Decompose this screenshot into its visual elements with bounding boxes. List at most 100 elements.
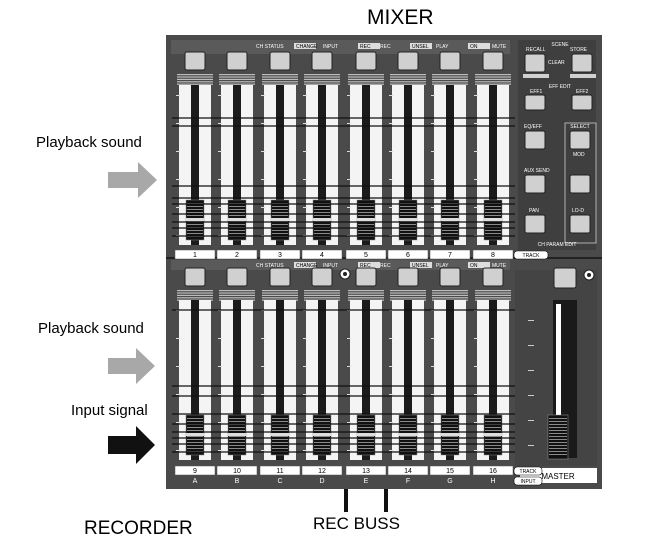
bottom-channel-number-7: 15 [446, 468, 454, 475]
status-mode-5: UNSEL [412, 263, 429, 269]
top-track-tag: TRACK [523, 253, 541, 259]
top-channel-number-3: 3 [278, 252, 282, 259]
input-signal-label: Input signal [71, 402, 148, 419]
side-aux-label: AUX SEND [524, 168, 550, 174]
lo-hi-button[interactable] [569, 214, 591, 234]
select-button-2[interactable] [569, 174, 591, 194]
master-label: MASTER [541, 472, 575, 481]
playback-sound-label-bottom: Playback sound [38, 320, 144, 337]
bottom-channel-number-1: 9 [193, 468, 197, 475]
bottom-input-letter-1: A [193, 478, 198, 485]
top-strip-5: 5 [345, 51, 387, 260]
side-recall-label: RECALL [526, 47, 546, 53]
bottom-strip-3: 11C [259, 267, 301, 485]
status-mode-8: MUTE [492, 44, 507, 50]
buss-lines [172, 117, 515, 453]
side-store-label: STORE [570, 47, 588, 53]
input-arrow-icon [108, 426, 155, 464]
aux-send-button[interactable] [524, 174, 546, 194]
bottom-strip-4: 12D [301, 267, 343, 485]
side-group-eff: EFF EDIT [549, 84, 571, 90]
recall-button[interactable] [524, 53, 546, 73]
status-mode-7: ON [470, 263, 478, 269]
bottom-input-letter-5: E [364, 478, 369, 485]
bottom-select-button-7[interactable] [439, 267, 461, 287]
bottom-channel-number-4: 12 [318, 468, 326, 475]
eff2-button[interactable] [571, 94, 593, 111]
top-select-button-2[interactable] [226, 51, 248, 71]
pan-button[interactable] [524, 214, 546, 234]
eq-eff-button[interactable] [524, 130, 546, 150]
rec-buss-line-right [384, 489, 388, 512]
bottom-input-letter-3: C [277, 478, 282, 485]
top-channel-number-7: 7 [448, 252, 452, 259]
bottom-select-button-5[interactable] [355, 267, 377, 287]
bottom-channel-number-3: 11 [276, 468, 283, 475]
bottom-select-button-8[interactable] [482, 267, 504, 287]
bottom-channel-number-8: 16 [489, 468, 497, 475]
top-strip-1: 1 [174, 51, 216, 260]
bottom-channel-number-5: 13 [362, 468, 370, 475]
status-mode-2: INPUT [323, 263, 338, 269]
top-select-button-5[interactable] [355, 51, 377, 71]
bottom-track-tag: TRACK [520, 469, 538, 475]
recorder-label: RECORDER [84, 518, 193, 539]
top-select-button-1[interactable] [184, 51, 206, 71]
top-strip-3: 3 [259, 51, 301, 260]
bottom-input-letter-2: B [235, 478, 240, 485]
side-group-scene: SCENE [551, 42, 569, 48]
bottom-input-letter-4: D [319, 478, 324, 485]
playback-arrow-top-icon [108, 162, 157, 198]
bottom-strip-8: 16H [472, 267, 514, 485]
bottom-status-modes: CHANGE INPUT REC REC UNSEL PLAY ON MUTE [294, 262, 507, 269]
side-group-select: SELECT [570, 124, 589, 130]
status-mode-1: CHANGE [296, 263, 318, 269]
mod-button[interactable] [569, 130, 591, 150]
side-clear-label: CLEAR [548, 60, 565, 66]
bottom-select-button-6[interactable] [397, 267, 419, 287]
store-button[interactable] [571, 53, 593, 73]
side-pan-label: PAN [529, 208, 539, 214]
bottom-strip-2: 10B [216, 267, 258, 485]
top-channel-number-8: 8 [491, 252, 495, 259]
top-select-button-6[interactable] [397, 51, 419, 71]
side-eff1-label: EFF1 [530, 89, 542, 95]
bottom-select-button-3[interactable] [269, 267, 291, 287]
status-mode-5: UNSEL [412, 44, 429, 50]
bottom-channel-number-6: 14 [404, 468, 412, 475]
side-footer-label: CH PARAM EDIT [538, 242, 577, 248]
top-select-button-4[interactable] [311, 51, 333, 71]
status-mode-4: REC [380, 263, 391, 269]
top-select-button-3[interactable] [269, 51, 291, 71]
top-select-button-7[interactable] [439, 51, 461, 71]
bottom-select-button-2[interactable] [226, 267, 248, 287]
bottom-select-button-4[interactable] [311, 267, 333, 287]
status-mode-6: PLAY [436, 263, 449, 269]
bottom-strip-6: 14F [387, 267, 429, 485]
bottom-input-tag: INPUT [521, 479, 536, 485]
rec-buss-line-left [344, 489, 348, 512]
side-eq-eff-label: EQ/EFF [524, 124, 542, 130]
eff1-button[interactable] [524, 94, 546, 111]
bottom-strip-7: 15G [429, 267, 471, 485]
top-select-button-8[interactable] [482, 51, 504, 71]
master-button[interactable] [553, 267, 577, 289]
status-mode-2: INPUT [323, 44, 338, 50]
top-channel-number-2: 2 [235, 252, 239, 259]
bottom-select-button-1[interactable] [184, 267, 206, 287]
status-mode-6: PLAY [436, 44, 449, 50]
side-mod-label: MOD [573, 152, 585, 158]
top-strip-4: 4 [301, 51, 343, 260]
status-mode-8: MUTE [492, 263, 507, 269]
master-section: MASTER [515, 267, 597, 483]
status-mode-3: REC [360, 263, 371, 269]
bottom-input-letter-8: H [490, 478, 495, 485]
bottom-strip-1: 9A [174, 267, 216, 485]
bottom-channel-number-2: 10 [233, 468, 241, 475]
top-channel-number-5: 5 [364, 252, 368, 259]
top-strip-2: 2 [216, 51, 258, 260]
status-mode-7: ON [470, 44, 478, 50]
